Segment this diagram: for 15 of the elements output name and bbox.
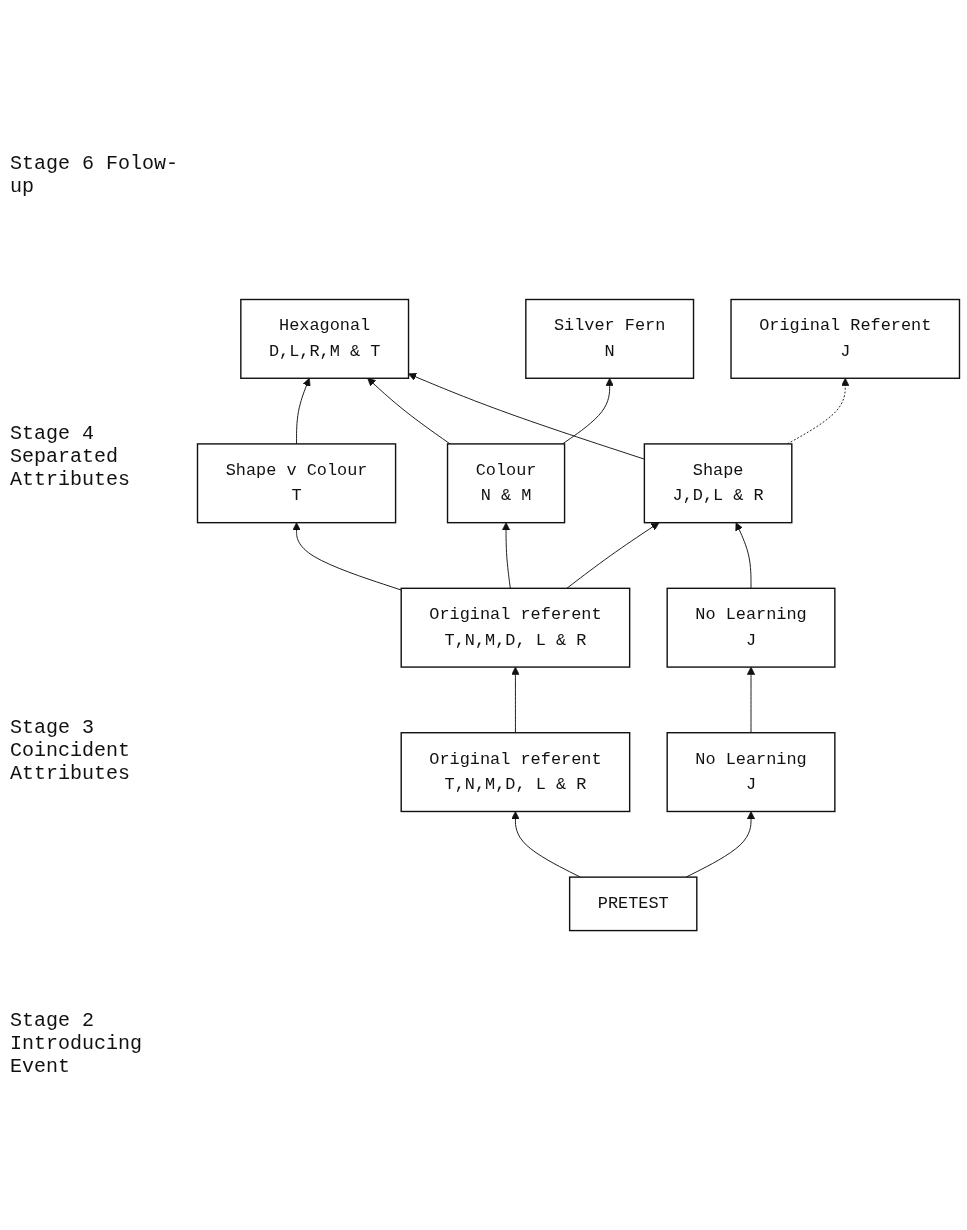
node-box: No Learning J: [666, 731, 836, 813]
node-box: Shape J,D,L & R: [643, 443, 793, 524]
node-box: PRETEST: [568, 876, 698, 932]
node-box: No Learning J: [666, 587, 836, 668]
node-box: Original Referent J: [730, 298, 961, 379]
node-box: Hexagonal D,L,R,M & T: [240, 298, 410, 379]
stage-label: Stage 6 Folow-up: [10, 152, 180, 199]
node-box: Original referent T,N,M,D, L & R: [400, 587, 631, 668]
node-box: Shape v Colour T: [196, 443, 397, 524]
node-box: Original referent T,N,M,D, L & R: [400, 731, 631, 813]
node-box: Silver Fern N: [525, 298, 695, 379]
node-box: Colour N & M: [446, 443, 566, 524]
stage-label: Stage 2 Introducing Event: [10, 1008, 144, 1078]
stage-label: Stage 4 Separated Attributes: [10, 422, 132, 492]
stage-label: Stage 3 Coincident Attributes: [10, 715, 132, 785]
